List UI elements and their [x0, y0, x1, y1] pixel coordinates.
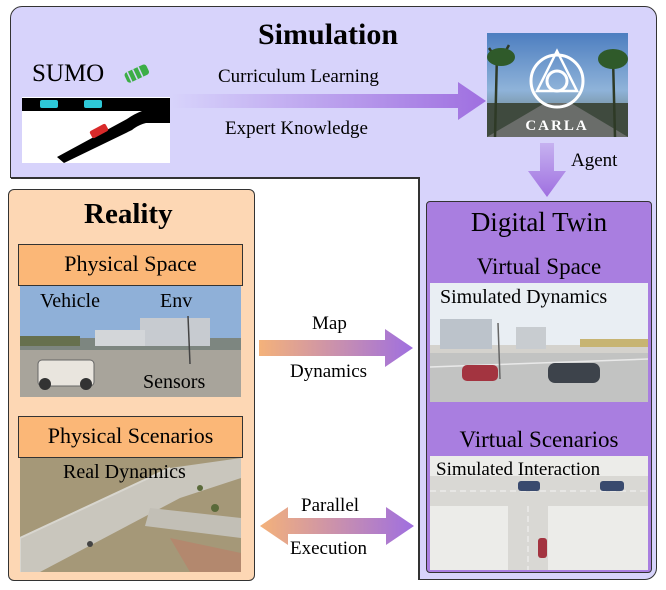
sumo-logo-icon [124, 64, 150, 83]
agent-label: Agent [571, 150, 618, 171]
car-icon [600, 481, 624, 491]
simulation-panel-inner-edge-vertical [418, 177, 420, 580]
digital-twin-title: Digital Twin [470, 207, 608, 237]
curriculum-learning-label: Curriculum Learning [218, 66, 379, 87]
simulation-panel-inner-edge [11, 177, 420, 179]
vehicle-label: Vehicle [40, 290, 100, 312]
sumo-label: SUMO [32, 60, 105, 87]
reality-title: Reality [84, 198, 173, 230]
virtual-scenarios-heading: Virtual Scenarios [459, 427, 619, 452]
execution-label: Execution [290, 538, 368, 559]
virtual-space-render [430, 283, 648, 402]
sensors-label: Sensors [143, 371, 206, 393]
carla-logo-text: CARLA [525, 118, 588, 134]
sumo-road-image [22, 97, 170, 163]
physical-space-photo [20, 286, 241, 397]
physical-scenarios-heading: Physical Scenarios [18, 416, 243, 458]
parallel-label: Parallel [301, 495, 360, 516]
dynamics-label: Dynamics [290, 361, 368, 382]
map-label: Map [312, 313, 347, 334]
car-icon [89, 123, 109, 139]
expert-knowledge-label: Expert Knowledge [225, 118, 368, 139]
virtual-space-heading: Virtual Space [476, 254, 602, 279]
simulation-title: Simulation [258, 18, 399, 51]
carla-image: CARLA [487, 33, 628, 137]
parallel-execution-arrow [260, 507, 414, 545]
carla-logo-icon [529, 53, 585, 109]
real-dynamics-label: Real Dynamics [63, 461, 186, 483]
car-icon [462, 365, 498, 381]
simulated-interaction-label: Simulated Interaction [436, 459, 601, 480]
physical-space-heading: Physical Space [18, 244, 243, 286]
car-icon [538, 538, 547, 558]
physical-scenarios-photo [20, 458, 241, 572]
agent-arrow [528, 143, 566, 197]
simulation-arrow [172, 82, 486, 120]
car-icon [518, 481, 540, 491]
env-label: Env [160, 290, 193, 312]
car-icon [84, 100, 102, 108]
car-icon [548, 363, 600, 383]
simulated-dynamics-label: Simulated Dynamics [440, 286, 608, 308]
car-icon [40, 100, 58, 108]
map-dynamics-arrow [259, 329, 413, 367]
virtual-scenarios-render [430, 456, 648, 570]
